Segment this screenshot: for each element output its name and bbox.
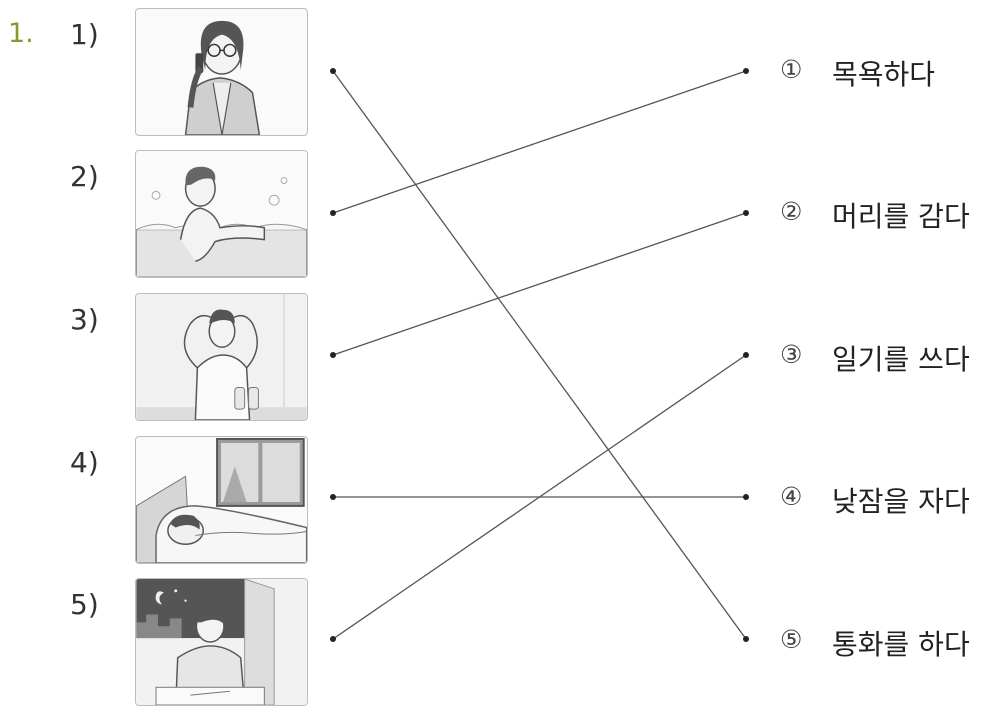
match-line-2-1 xyxy=(332,70,747,214)
match-line-3-2 xyxy=(332,212,747,356)
picture-man-bath xyxy=(135,150,308,278)
option-text-2: 머리를 감다 xyxy=(832,200,970,233)
left-dot-3[interactable] xyxy=(330,352,336,358)
woman-phone-icon xyxy=(184,20,261,135)
option-marker-1: ① xyxy=(780,55,803,84)
option-marker-4: ④ xyxy=(780,482,803,511)
picture-man-writing-night xyxy=(135,578,308,706)
option-text-5: 통화를 하다 xyxy=(832,628,970,661)
question-number: 1. xyxy=(8,18,34,49)
item-label-5: 5) xyxy=(70,588,99,621)
left-dot-1[interactable] xyxy=(330,68,336,74)
man-writing-night-icon xyxy=(136,579,307,705)
picture-woman-phone xyxy=(135,8,308,136)
option-marker-5: ⑤ xyxy=(780,625,803,654)
left-dot-5[interactable] xyxy=(330,636,336,642)
right-dot-2[interactable] xyxy=(743,210,749,216)
right-dot-4[interactable] xyxy=(743,494,749,500)
item-label-1: 1) xyxy=(70,18,99,51)
picture-person-napping xyxy=(135,436,308,564)
option-text-1: 목욕하다 xyxy=(832,58,936,91)
item-label-2: 2) xyxy=(70,160,99,193)
right-dot-5[interactable] xyxy=(743,636,749,642)
man-bath-icon xyxy=(136,166,307,277)
left-dot-2[interactable] xyxy=(330,210,336,216)
option-text-4: 낮잠을 자다 xyxy=(832,485,970,518)
right-dot-1[interactable] xyxy=(743,68,749,74)
item-label-4: 4) xyxy=(70,446,99,479)
option-text-3: 일기를 쓰다 xyxy=(832,343,970,376)
item-label-3: 3) xyxy=(70,303,99,336)
option-marker-2: ② xyxy=(780,197,803,226)
picture-man-washing-hair xyxy=(135,293,308,421)
option-marker-3: ③ xyxy=(780,340,803,369)
match-line-1-5 xyxy=(332,70,747,640)
person-napping-icon xyxy=(136,437,307,563)
match-line-5-3 xyxy=(332,354,747,640)
left-dot-4[interactable] xyxy=(330,494,336,500)
right-dot-3[interactable] xyxy=(743,352,749,358)
man-washing-hair-icon xyxy=(136,294,307,420)
